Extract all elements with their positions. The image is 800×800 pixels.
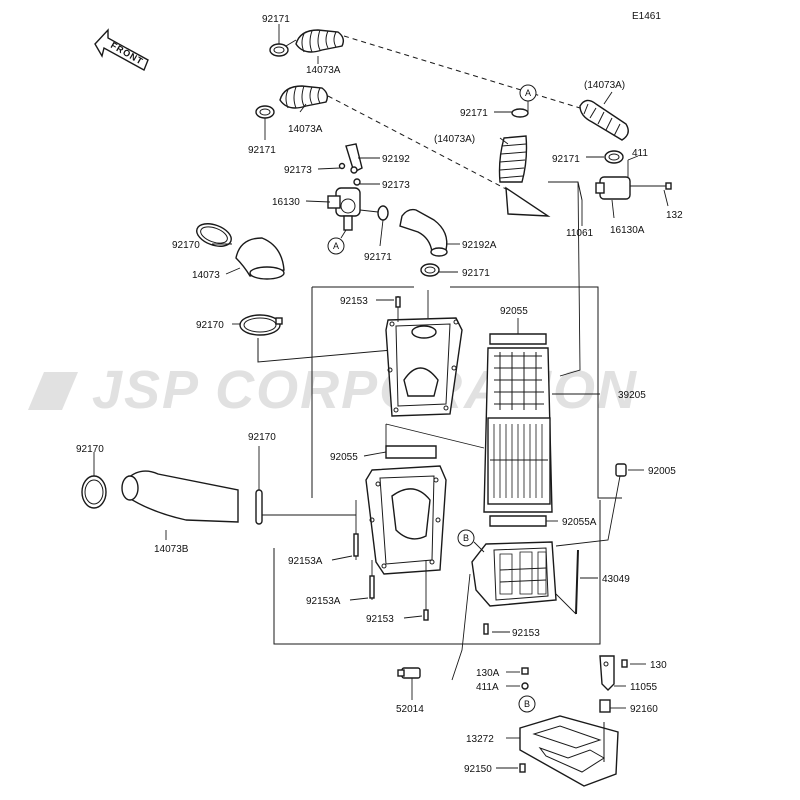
gasket-lower [489,515,547,527]
label-43049: 43049 [602,574,630,585]
label-92153-c: 92153 [512,628,540,639]
bellows-hose-right [579,99,629,141]
label-411a: 411A [476,682,499,693]
label-92170-c: 92170 [76,444,104,455]
hose-clamp-centre [511,108,529,118]
bolt-92153-c [483,623,489,635]
label-13272: 13272 [466,734,494,745]
bolt-92153-b [423,609,429,621]
bolt-130 [621,659,628,668]
bottom-plenum [471,541,557,607]
label-92150: 92150 [464,764,492,775]
bellows-hose-upper [295,29,345,53]
check-valve-right [577,176,672,201]
label-92170-a: 92170 [172,240,200,251]
marker-a-bottom-text: A [333,241,339,251]
label-92171-e: 92171 [364,252,392,263]
hose-clamp-right [604,150,624,164]
label-11061: 11061 [566,228,594,239]
label-14073a-a: 14073A [306,65,341,76]
washer-411a [521,682,529,690]
label-130: 130 [650,660,667,671]
large-clamp-left [81,475,107,509]
label-130a: 130A [476,668,500,679]
marker-b-lower-text: B [524,699,530,709]
frame-line-bottom [273,500,601,645]
pipe-clamp-right [255,489,263,525]
label-92153-a: 92153 [340,296,368,307]
label-411: 411 [632,148,648,159]
label-92153-b: 92153 [366,614,394,625]
lower-intake-housing [365,465,447,575]
diagram-code: E1461 [632,11,661,22]
hose-clamp-second [255,105,275,119]
bracket-11055 [599,655,615,691]
label-14073a-paren-b: (14073A) [434,134,475,145]
upper-intake-cover [385,317,463,417]
label-92192a: 92192A [462,240,497,251]
large-clamp-upper [196,223,232,247]
elbow-hose [399,208,448,257]
label-92171-f: 92171 [462,268,490,279]
label-92005: 92005 [648,466,676,477]
ring-clamp-valve [377,205,389,221]
label-92160: 92160 [630,704,658,715]
label-92171-b: 92171 [248,145,276,156]
gasket-middle [385,445,437,459]
label-92055a: 92055A [562,517,597,528]
label-92173-b: 92173 [382,180,410,191]
label-92153a-b: 92153A [306,596,341,607]
label-92055-b: 92055 [330,452,358,463]
bolt-92153a-a [353,533,359,557]
label-92192: 92192 [382,154,410,165]
watermark-text: JSP CORPORATION [92,360,638,420]
label-52014: 52014 [396,704,424,715]
label-16130a: 16130A [610,225,645,236]
plug-92005 [615,463,627,477]
marker-b-lower [518,695,536,713]
label-92170-b: 92170 [196,320,224,331]
bolt-92150 [519,763,526,773]
bellows-hose-centre [498,135,551,217]
spacer-92160 [599,699,611,713]
frame-line-left [257,287,393,498]
label-132: 132 [666,210,683,221]
label-92171-a: 92171 [262,14,290,25]
label-14073b: 14073B [154,544,189,555]
marker-a-bottom [327,237,345,255]
label-92171-d: 92171 [552,154,580,165]
sensor-52014 [397,667,421,679]
check-valve-left [327,143,363,231]
bolt-92153-a [395,296,401,308]
bolt-130a [521,667,529,675]
label-14073a-b: 14073A [288,124,323,135]
label-92055-a: 92055 [500,306,528,317]
label-14073: 14073 [192,270,220,281]
bellows-hose-second [279,85,329,109]
label-16130: 16130 [272,197,300,208]
marker-b-upper-text: B [463,533,469,543]
long-intake-pipe [121,470,239,523]
marker-b-upper [457,529,475,547]
marker-a-top-text: A [525,88,531,98]
gasket-upper [489,333,547,345]
hose-clamp-top [269,43,289,57]
label-92171-c: 92171 [460,108,488,119]
frame-line-top [312,286,622,499]
label-92173-a: 92173 [284,165,312,176]
label-39205: 39205 [618,390,646,401]
bottom-plate-13272 [519,715,619,787]
rubber-elbow [235,237,285,280]
intercooler-core [483,347,553,513]
pipe-43049 [575,549,579,615]
label-14073a-paren-a: (14073A) [584,80,625,91]
front-arrow-icon: FRONT [94,28,149,71]
label-92170-d: 92170 [248,432,276,443]
label-92153a-a: 92153A [288,556,323,567]
bolt-92153a-b [369,575,375,599]
hose-clamp-elbow [420,263,440,277]
label-11055: 11055 [630,682,658,693]
